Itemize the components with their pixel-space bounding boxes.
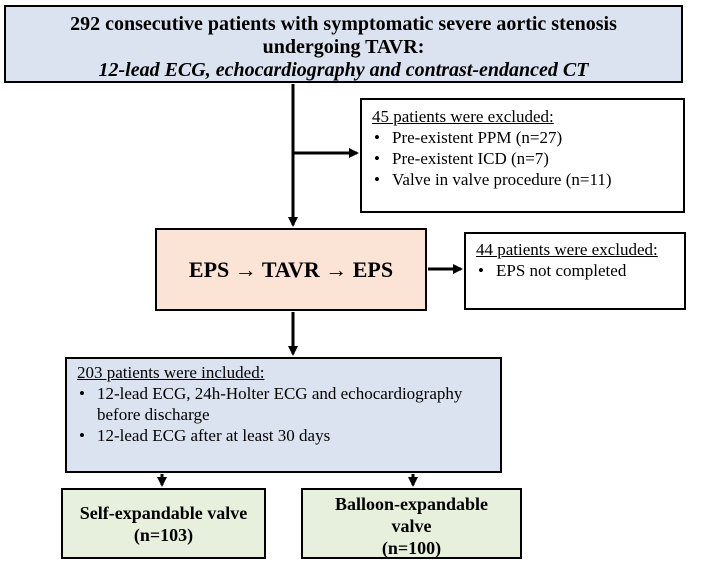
exclusion-box-2: 44 patients were excluded: EPS not compl…	[464, 232, 686, 310]
eps-label: EPS → TAVR → EPS	[188, 256, 394, 282]
balloon-expandable-label-1: Balloon-expandable	[334, 494, 489, 514]
list-item: EPS not completed	[476, 260, 674, 281]
exclusion-box-1: 45 patients were excluded: Pre-existent …	[360, 98, 685, 213]
included-list: 12-lead ECG, 24h-Holter ECG and echocard…	[77, 383, 490, 446]
list-item: Pre-existent PPM (n=27)	[372, 127, 673, 148]
list-item: Valve in valve procedure (n=11)	[372, 169, 673, 190]
list-item: 12-lead ECG, 24h-Holter ECG and echocard…	[77, 383, 490, 425]
enrollment-line-3: 12-lead ECG, echocardiography and contra…	[98, 59, 589, 81]
list-item: 12-lead ECG after at least 30 days	[77, 425, 490, 446]
balloon-expandable-count: (n=100)	[381, 538, 442, 558]
list-item: Pre-existent ICD (n=7)	[372, 148, 673, 169]
exclusion-1-list: Pre-existent PPM (n=27) Pre-existent ICD…	[372, 127, 673, 190]
exclusion-2-heading: 44 patients were excluded:	[476, 240, 658, 259]
self-expandable-box: Self-expandable valve (n=103)	[61, 488, 266, 559]
exclusion-2-list: EPS not completed	[476, 260, 674, 281]
balloon-expandable-box: Balloon-expandable valve (n=100)	[301, 488, 522, 559]
self-expandable-label: Self-expandable valve	[79, 503, 248, 523]
enrollment-box: 292 consecutive patients with symptomati…	[4, 5, 683, 83]
exclusion-1-heading: 45 patients were excluded:	[372, 107, 554, 126]
enrollment-line-1: 292 consecutive patients with symptomati…	[70, 13, 617, 35]
eps-tavr-eps-box: EPS → TAVR → EPS	[155, 228, 427, 311]
included-box: 203 patients were included: 12-lead ECG,…	[65, 357, 502, 473]
self-expandable-count: (n=103)	[133, 525, 194, 545]
balloon-expandable-label-2: valve	[391, 516, 432, 536]
included-heading: 203 patients were included:	[77, 363, 265, 382]
enrollment-line-2: undergoing TAVR:	[262, 36, 425, 58]
